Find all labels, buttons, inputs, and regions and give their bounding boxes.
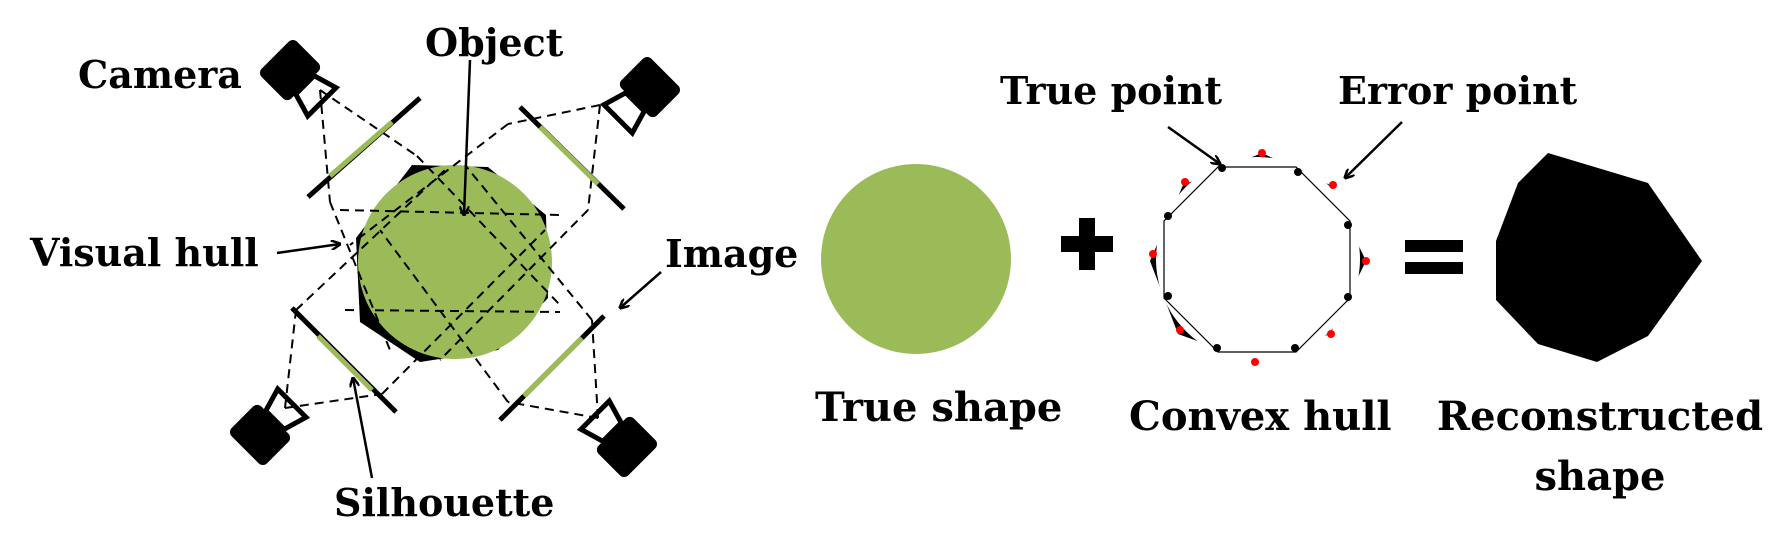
reconstruction-equation: True shape (815, 68, 1763, 500)
convex-hull-figure (1149, 149, 1370, 366)
plus-icon (1061, 218, 1113, 270)
convex-hull-label: Convex hull (1129, 393, 1392, 440)
silhouette-arrow (353, 378, 374, 479)
reconstructed-label-line1: Reconstructed (1437, 393, 1763, 440)
object-arrow (464, 59, 472, 215)
equals-icon (1405, 240, 1463, 274)
viewing-rays (284, 89, 601, 419)
visual-hull-label: Visual hull (29, 230, 259, 275)
image-label: Image (665, 231, 798, 276)
camera-icon (230, 384, 311, 465)
image-plane-bottom-left (290, 306, 398, 414)
camera-label: Camera (78, 52, 242, 97)
silhouette-label: Silhouette (334, 480, 554, 525)
camera-icon (599, 57, 680, 138)
error-points (1149, 149, 1370, 366)
true-point-arrow (1167, 125, 1220, 164)
error-point-arrow (1345, 121, 1403, 178)
object-label: Object (425, 20, 564, 65)
camera-setup: Camera Object Visual hull Image Silhouet… (29, 20, 798, 525)
reconstructed-shape-octagon (1496, 153, 1702, 362)
reconstructed-label-line2: shape (1535, 453, 1666, 500)
camera-icon (576, 396, 657, 477)
object-circle (358, 165, 552, 359)
visual-hull-arrow (276, 244, 340, 255)
error-point-label: Error point (1338, 68, 1578, 113)
camera-icon (260, 40, 341, 121)
true-point-label: True point (1000, 68, 1223, 113)
image-plane-bottom-right (498, 314, 606, 422)
true-shape-circle (821, 164, 1011, 354)
image-arrow (620, 271, 662, 308)
image-plane-top-right (518, 105, 626, 211)
image-plane-top-left (306, 96, 422, 199)
true-shape-label: True shape (815, 384, 1062, 431)
